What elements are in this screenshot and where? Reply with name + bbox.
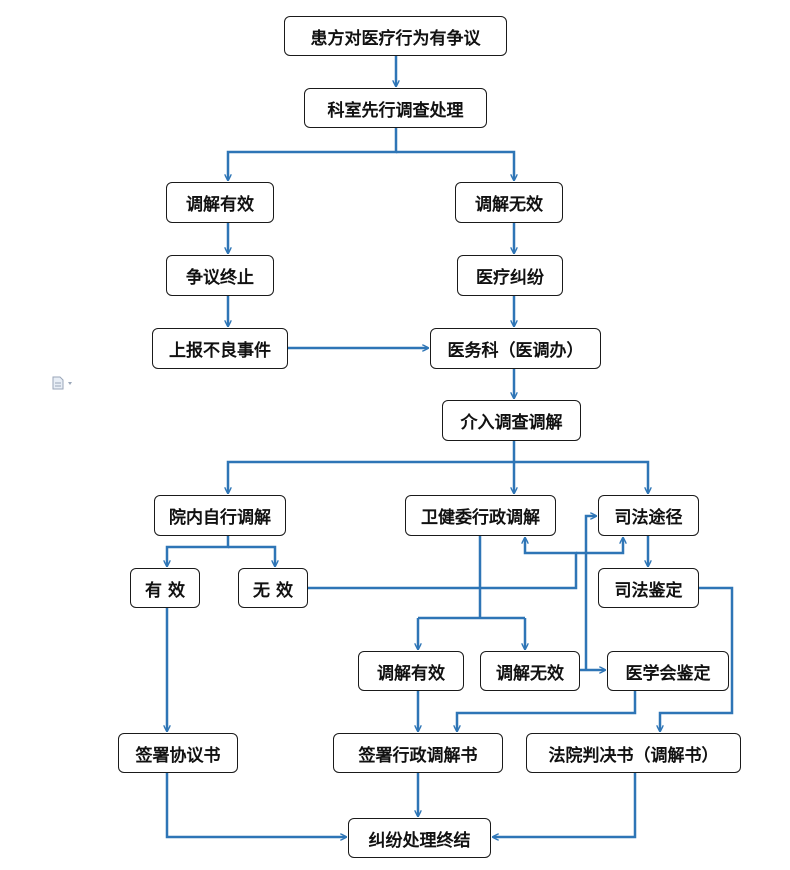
in-hospital-mediation-node: 院内自行调解 bbox=[154, 495, 286, 536]
connector-arrow-29 bbox=[493, 773, 637, 837]
connector-arrow-23 bbox=[660, 586, 734, 731]
judicial-route-node: 司法途径 bbox=[598, 495, 699, 536]
dept-investigation-node: 科室先行调查处理 bbox=[304, 88, 487, 128]
effective-node: 有 效 bbox=[130, 568, 200, 608]
medical-assoc-appraisal-node: 医学会鉴定 bbox=[607, 651, 729, 691]
document-icon bbox=[52, 376, 72, 390]
connector-arrow-22 bbox=[584, 516, 596, 670]
admin-ineffective-node: 调解无效 bbox=[480, 651, 580, 691]
dropdown-caret-icon bbox=[68, 382, 72, 385]
connector-arrow-11 bbox=[514, 460, 648, 493]
mediation-ineffective-node: 调解无效 bbox=[455, 182, 563, 223]
connector-arrow-27 bbox=[165, 773, 346, 837]
medical-dispute-node: 医疗纠纷 bbox=[457, 255, 563, 296]
dispute-concluded-node: 纠纷处理终结 bbox=[348, 818, 491, 858]
sign-agreement-node: 签署协议书 bbox=[118, 733, 238, 773]
health-admin-mediation-node: 卫健委行政调解 bbox=[405, 495, 556, 536]
mediation-effective-node: 调解有效 bbox=[166, 182, 274, 223]
admin-effective-node: 调解有效 bbox=[358, 651, 464, 691]
connector-arrow-15 bbox=[576, 538, 623, 555]
medical-affairs-node: 医务科（医调办） bbox=[430, 328, 601, 369]
connector-arrow-24 bbox=[457, 691, 637, 731]
connector-arrow-1 bbox=[228, 128, 398, 180]
connector-arrow-13 bbox=[228, 545, 275, 566]
connector-arrow-2 bbox=[396, 150, 514, 180]
dispute-terminated-node: 争议终止 bbox=[166, 255, 274, 296]
connector-arrow-12 bbox=[167, 536, 230, 566]
sign-admin-mediation-node: 签署行政调解书 bbox=[333, 733, 503, 773]
ineffective-node: 无 效 bbox=[238, 568, 308, 608]
report-adverse-event-node: 上报不良事件 bbox=[152, 328, 288, 369]
intervene-investigate-node: 介入调查调解 bbox=[442, 400, 581, 441]
connector-arrow-9 bbox=[228, 441, 516, 493]
judicial-appraisal-node: 司法鉴定 bbox=[598, 568, 699, 608]
court-judgment-node: 法院判决书（调解书） bbox=[526, 733, 741, 773]
start-node: 患方对医疗行为有争议 bbox=[284, 16, 507, 56]
connector-arrow-14 bbox=[308, 538, 578, 590]
